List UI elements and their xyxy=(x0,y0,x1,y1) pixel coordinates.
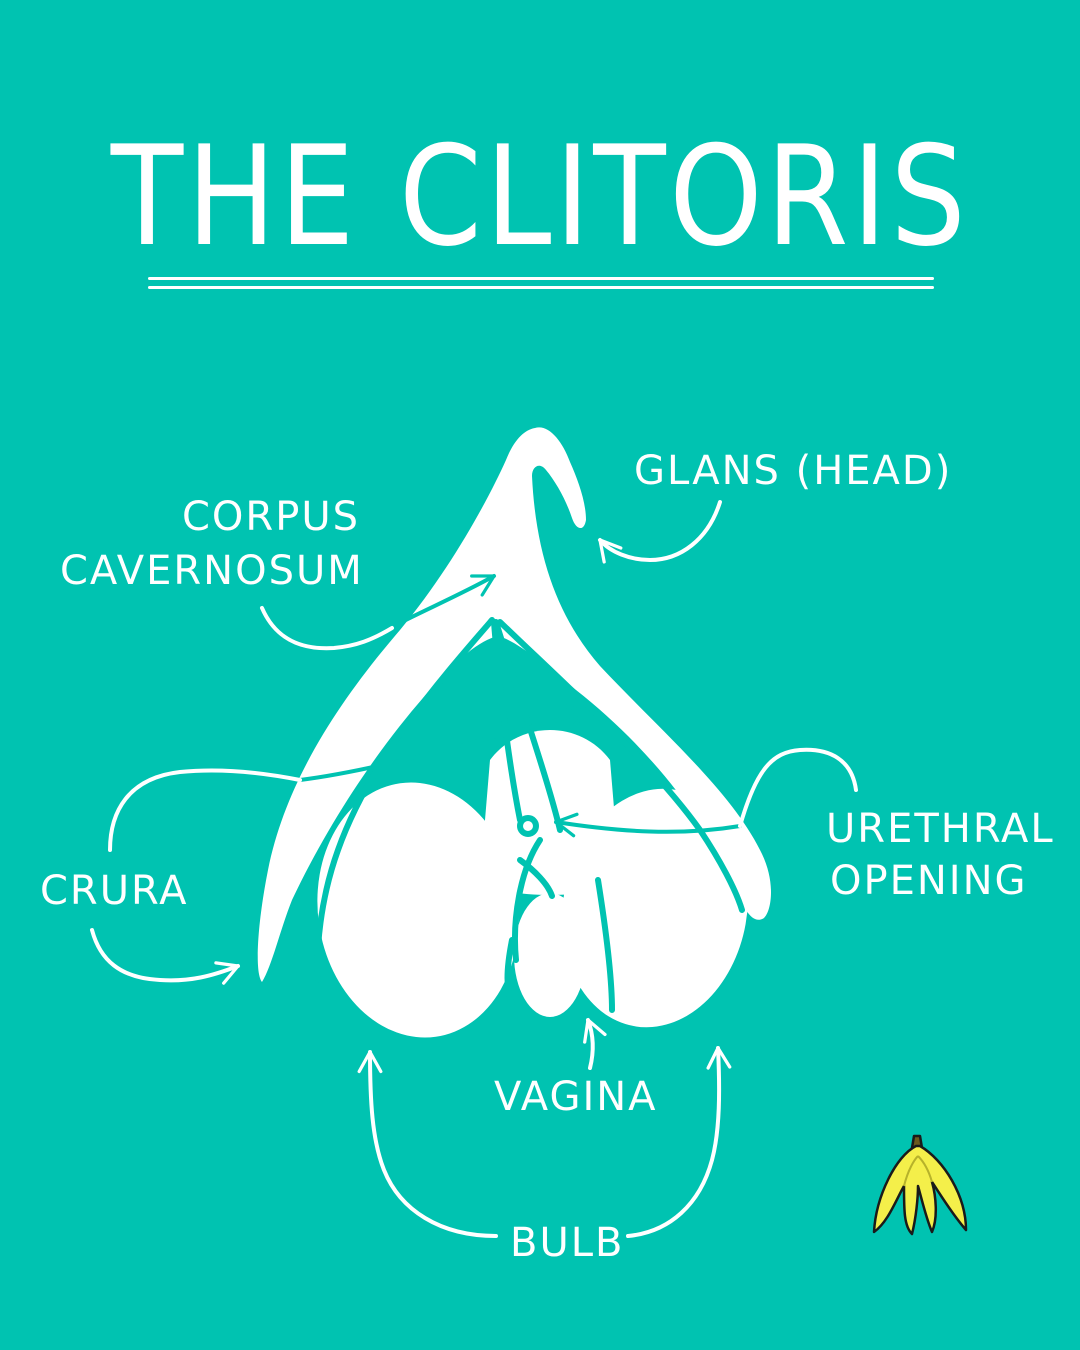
line-center-right xyxy=(493,619,563,833)
title-underline-top xyxy=(148,277,934,280)
line-bulb-divider xyxy=(595,877,615,1013)
bulb-left-shape xyxy=(317,782,519,1038)
line-bulb-left-divider xyxy=(504,937,515,1007)
banana-highlight-shape xyxy=(903,1155,933,1187)
arrow-crura-inner-teal xyxy=(298,704,590,782)
line-right-crus-inner xyxy=(497,619,745,913)
arrow-vagina xyxy=(583,1018,607,1070)
label-urethral-line1: URETHRAL xyxy=(826,806,1055,852)
label-glans: GLANS (HEAD) xyxy=(634,448,952,494)
label-vagina: VAGINA xyxy=(494,1074,658,1120)
organ-shape xyxy=(257,427,771,1038)
label-urethral-line2: OPENING xyxy=(830,858,1028,904)
arrow-crura-lower xyxy=(90,928,240,985)
vagina-shape xyxy=(514,893,586,1017)
banana-peel-icon xyxy=(872,1134,968,1236)
banana-peel-shape xyxy=(872,1144,968,1236)
inner-arrows xyxy=(298,574,742,838)
page-title: THE CLITORIS xyxy=(110,116,970,277)
label-corpus-line1: CORPUS xyxy=(182,494,360,540)
arrow-corpus xyxy=(260,606,394,651)
arrow-glans xyxy=(598,500,722,564)
arrow-urethral-inner-teal xyxy=(554,812,742,838)
line-vagina-outline-left xyxy=(512,837,543,963)
title-underline-bottom xyxy=(148,286,934,289)
urethral-opening-mark xyxy=(517,815,539,837)
center-fill-shape xyxy=(480,730,620,895)
label-bulb: BULB xyxy=(510,1220,624,1266)
arrow-bulb-left xyxy=(357,1050,498,1238)
arrow-bulb-right xyxy=(626,1046,732,1238)
label-corpus-line2: CAVERNOSUM xyxy=(60,548,364,594)
leader-arrows xyxy=(90,500,858,1238)
label-crura: CRURA xyxy=(40,868,189,914)
line-vagina-inner xyxy=(517,857,555,899)
arrow-corpus-inner-teal xyxy=(388,574,496,630)
corpus-and-crura-shape xyxy=(257,427,771,982)
line-left-crus-inner xyxy=(314,617,495,983)
arrow-crura-upper xyxy=(108,768,302,852)
arrow-urethral xyxy=(738,747,858,828)
